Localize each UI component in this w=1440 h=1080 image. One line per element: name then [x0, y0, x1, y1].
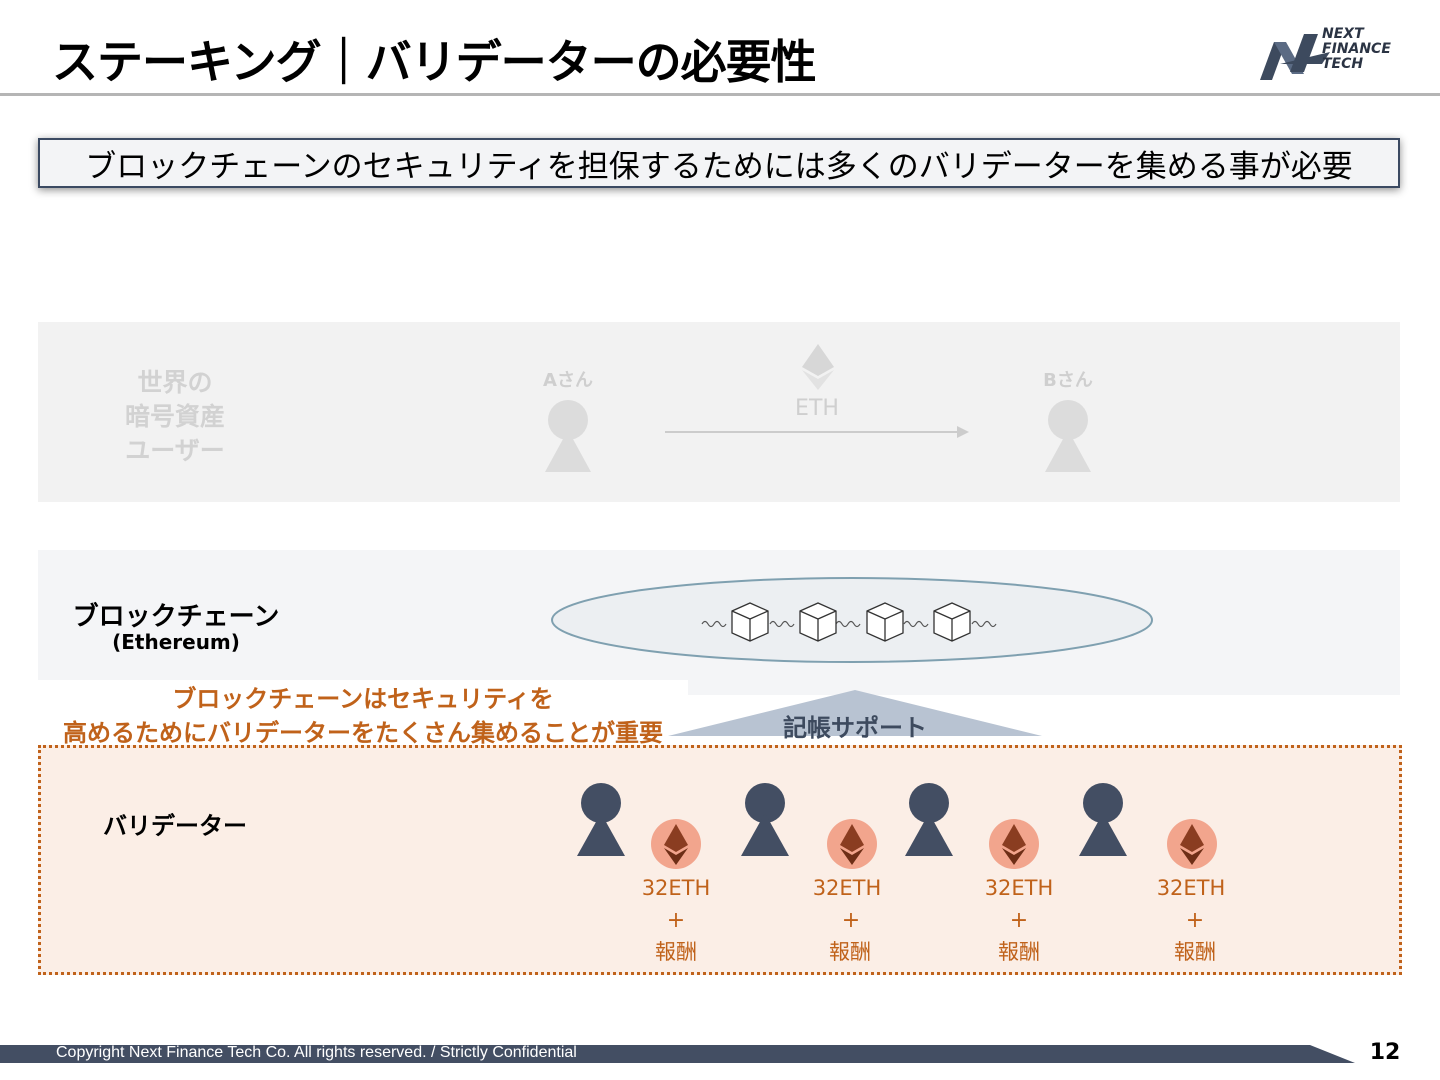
- key-message-box: ブロックチェーンのセキュリティを担保するためには多くのバリデーターを集める事が必…: [38, 138, 1400, 188]
- logo-line-1: NEXT: [1322, 26, 1365, 42]
- copyright-text: Copyright Next Finance Tech Co. All righ…: [56, 1044, 577, 1061]
- reward-label: 報酬: [998, 940, 1040, 964]
- eth-coin-icon: [988, 818, 1040, 870]
- validator-person-icon: [904, 783, 954, 857]
- receiver-label: Bさん: [1043, 370, 1093, 391]
- company-logo: NEXT FINANCE TECH: [1252, 24, 1402, 86]
- page-number: 12: [1369, 1040, 1401, 1065]
- importance-note: ブロックチェーンはセキュリティを 高めるためにバリデーターをたくさん集めることが…: [63, 685, 663, 747]
- validator-person-icon: [576, 783, 626, 857]
- transfer-asset-label: ETH: [795, 396, 839, 421]
- support-label: 記帳サポート: [783, 714, 927, 742]
- reward-label: 報酬: [1174, 940, 1216, 964]
- support-arrow: [668, 690, 1042, 738]
- validator-group: 32ETH + 報酬: [740, 780, 910, 970]
- eth-coin-icon: [650, 818, 702, 870]
- sender-person-icon: [543, 400, 593, 474]
- users-label: 世界の 暗号資産 ユーザー: [124, 368, 225, 465]
- stake-amount: 32ETH: [1156, 876, 1226, 900]
- footer-bar: [0, 1045, 1355, 1063]
- validator-group: 32ETH + 報酬: [904, 780, 1074, 970]
- plus-sign: +: [841, 908, 861, 933]
- plus-sign: +: [1009, 908, 1029, 933]
- reward-label: 報酬: [829, 940, 871, 964]
- receiver-person-icon: [1043, 400, 1093, 474]
- validator-person-icon: [740, 783, 790, 857]
- plus-sign: +: [1185, 908, 1205, 933]
- users-band: [38, 322, 1400, 502]
- validator-group: 32ETH + 報酬: [1078, 780, 1248, 970]
- logo-line-2: FINANCE: [1322, 41, 1391, 57]
- blockchain-ellipse: [550, 577, 1154, 667]
- validator-person-icon: [1078, 783, 1128, 857]
- stake-amount: 32ETH: [641, 876, 711, 900]
- stake-amount: 32ETH: [812, 876, 882, 900]
- validator-group: 32ETH + 報酬: [576, 780, 746, 970]
- validator-label: バリデーター: [103, 812, 247, 840]
- eth-icon-faded: [802, 344, 834, 390]
- blockchain-sublabel: (Ethereum): [112, 630, 240, 654]
- transfer-arrow: [665, 424, 971, 438]
- key-message: ブロックチェーンのセキュリティを担保するためには多くのバリデーターを集める事が必…: [85, 148, 1353, 185]
- note-background: [38, 680, 688, 746]
- eth-coin-icon: [1166, 818, 1218, 870]
- logo-line-3: TECH: [1322, 56, 1363, 72]
- reward-label: 報酬: [655, 940, 697, 964]
- plus-sign: +: [666, 908, 686, 933]
- title-divider: [0, 93, 1440, 96]
- stake-amount: 32ETH: [984, 876, 1054, 900]
- sender-label: Aさん: [543, 370, 593, 391]
- slide-title: ステーキング｜バリデーターの必要性: [52, 35, 817, 89]
- blockchain-label: ブロックチェーン: [72, 602, 280, 632]
- eth-coin-icon: [826, 818, 878, 870]
